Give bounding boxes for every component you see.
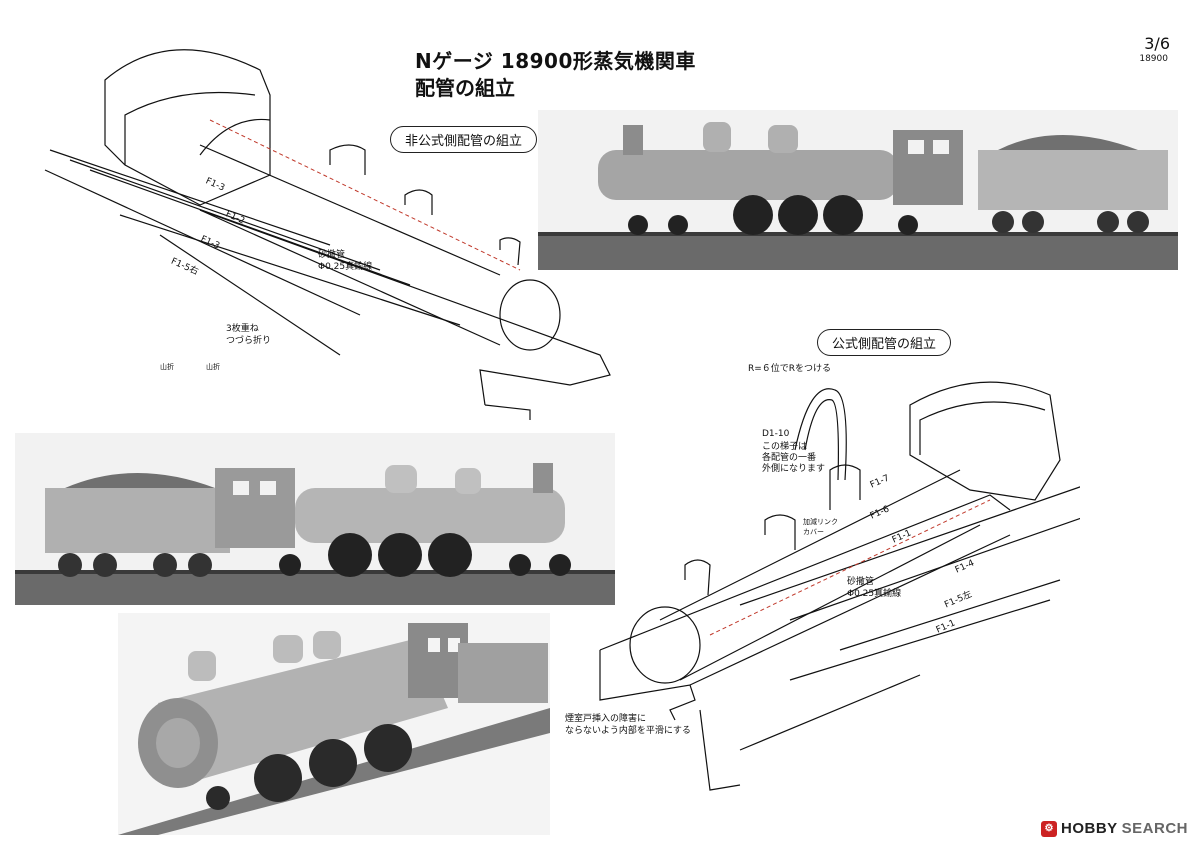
photo-locomotive-side-right: [538, 110, 1178, 270]
section-heading-left: 非公式側配管の組立: [390, 126, 538, 153]
label-radius-note: R=６位でRをつける: [748, 364, 832, 374]
label-fold-note-1: 3枚重ね: [226, 324, 259, 334]
section-heading-right: 公式側配管の組立: [817, 329, 952, 356]
label-mountain-fold-1: 山折: [160, 363, 174, 371]
photo-locomotive-front-angle: [118, 613, 550, 835]
label-d1-10: D1-10: [762, 429, 790, 439]
label-sand-pipe-left: 砂撒管: [318, 250, 346, 260]
label-ladder-note-2: 各配管の一番: [762, 453, 817, 463]
left-assembly-diagram: [44, 49, 611, 420]
label-smokebox-note-1: 煙室戸挿入の障害に: [565, 714, 647, 724]
label-sand-pipe-right: 砂撒管: [847, 577, 875, 587]
hobby-icon: ⚙: [1040, 820, 1057, 837]
label-smokebox-note-2: ならないよう内部を平滑にする: [565, 726, 691, 736]
label-fold-note-2: つづら折り: [226, 336, 272, 346]
label-ladder-note-3: 外側になります: [762, 464, 826, 474]
page-title: Nゲージ 18900形蒸気機関車: [415, 49, 696, 73]
watermark: ⚙ HOBBY SEARCH: [1040, 820, 1188, 837]
photo-locomotive-side-left: [15, 433, 615, 605]
watermark-word: SEARCH: [1121, 820, 1188, 837]
label-link-cover-2: カバー: [803, 528, 824, 536]
label-link-cover-1: 加減リンク: [803, 518, 838, 526]
label-ladder-note-1: この梯子は: [762, 442, 808, 452]
right-assembly-diagram: [599, 381, 1080, 791]
page-subtitle: 配管の組立: [415, 76, 515, 100]
label-mountain-fold-2: 山折: [206, 363, 220, 371]
label-sand-wire-left: Φ0.25真鍮線: [318, 262, 373, 272]
watermark-brand: HOBBY: [1060, 820, 1118, 837]
page-number: 3/6: [1144, 34, 1170, 53]
page-code: 18900: [1139, 54, 1168, 64]
label-sand-wire-right: Φ0.25真鍮線: [847, 589, 902, 599]
